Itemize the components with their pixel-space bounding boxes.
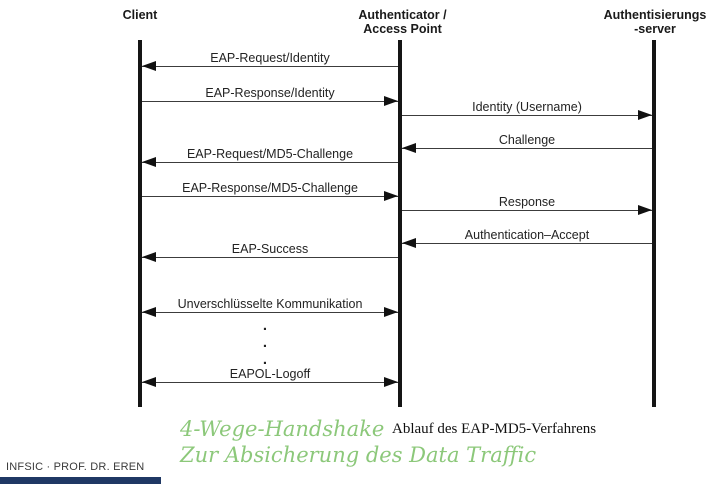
message-arrow bbox=[142, 377, 398, 388]
message-arrow bbox=[142, 96, 398, 107]
message-arrow bbox=[402, 238, 652, 249]
arrowhead-left-icon bbox=[142, 377, 156, 388]
message-unverschluesselte-kommunikation: Unverschlüsselte Kommunikation bbox=[142, 297, 398, 318]
message-label: Response bbox=[498, 195, 556, 209]
ellipsis-dot: . bbox=[262, 334, 268, 351]
actor-auth-server-label: Authentisierungs -server bbox=[603, 8, 707, 36]
message-label: Challenge bbox=[498, 133, 556, 147]
arrowhead-left-icon bbox=[142, 157, 156, 168]
message-label: EAP-Response/Identity bbox=[205, 86, 335, 100]
actor-client-label: Client bbox=[122, 8, 158, 22]
message-challenge: Challenge bbox=[402, 133, 652, 154]
message-label: EAP-Request/Identity bbox=[210, 51, 330, 65]
handshake-subtitle: Zur Absicherung des Data Traffic bbox=[180, 443, 537, 467]
lifeline-auth-server bbox=[652, 40, 656, 407]
arrowhead-left-icon bbox=[142, 252, 156, 263]
arrowhead-left-icon bbox=[402, 238, 416, 249]
message-label: EAP-Request/MD5-Challenge bbox=[186, 147, 354, 161]
message-label: EAP-Success bbox=[231, 242, 309, 256]
message-identity-username: Identity (Username) bbox=[402, 100, 652, 121]
actor-authenticator-label: Authenticator / Access Point bbox=[358, 8, 447, 36]
message-arrow bbox=[402, 143, 652, 154]
arrowhead-left-icon bbox=[142, 61, 156, 72]
message-eap-response-identity: EAP-Response/Identity bbox=[142, 86, 398, 107]
message-arrow bbox=[142, 191, 398, 202]
message-eap-request-identity: EAP-Request/Identity bbox=[142, 51, 398, 72]
ellipsis-dot: . bbox=[262, 351, 268, 368]
message-response: Response bbox=[402, 195, 652, 216]
arrowhead-right-icon bbox=[384, 307, 398, 318]
arrowhead-right-icon bbox=[384, 191, 398, 202]
message-label: Authentication–Accept bbox=[464, 228, 590, 242]
message-arrow bbox=[402, 205, 652, 216]
message-arrow bbox=[402, 110, 652, 121]
footer-bar bbox=[0, 477, 161, 484]
message-arrow bbox=[142, 61, 398, 72]
arrowhead-right-icon bbox=[638, 205, 652, 216]
ellipsis-dot: . bbox=[262, 317, 268, 334]
message-arrow bbox=[142, 307, 398, 318]
handshake-title: 4-Wege-Handshake bbox=[180, 417, 385, 441]
footer-credit: INFSIC · PROF. DR. EREN bbox=[6, 461, 145, 473]
message-authentication-accept: Authentication–Accept bbox=[402, 228, 652, 249]
message-arrow bbox=[142, 157, 398, 168]
arrowhead-right-icon bbox=[384, 96, 398, 107]
lifeline-client bbox=[138, 40, 142, 407]
message-label: EAPOL-Logoff bbox=[229, 367, 311, 381]
arrowhead-right-icon bbox=[384, 377, 398, 388]
arrowhead-left-icon bbox=[402, 143, 416, 154]
message-label: EAP-Response/MD5-Challenge bbox=[182, 181, 358, 195]
message-label: Unverschlüsselte Kommunikation bbox=[177, 297, 363, 311]
figure-caption: Ablauf des EAP-MD5-Verfahrens bbox=[392, 421, 597, 437]
message-eap-success: EAP-Success bbox=[142, 242, 398, 263]
message-eap-response-md5-challenge: EAP-Response/MD5-Challenge bbox=[142, 181, 398, 202]
lifeline-authenticator bbox=[398, 40, 402, 407]
message-arrow bbox=[142, 252, 398, 263]
message-label: Identity (Username) bbox=[472, 100, 582, 114]
message-eapol-logoff: EAPOL-Logoff bbox=[142, 367, 398, 388]
message-eap-request-md5-challenge: EAP-Request/MD5-Challenge bbox=[142, 147, 398, 168]
arrowhead-left-icon bbox=[142, 307, 156, 318]
vertical-ellipsis: . . . bbox=[252, 318, 278, 369]
arrowhead-right-icon bbox=[638, 110, 652, 121]
